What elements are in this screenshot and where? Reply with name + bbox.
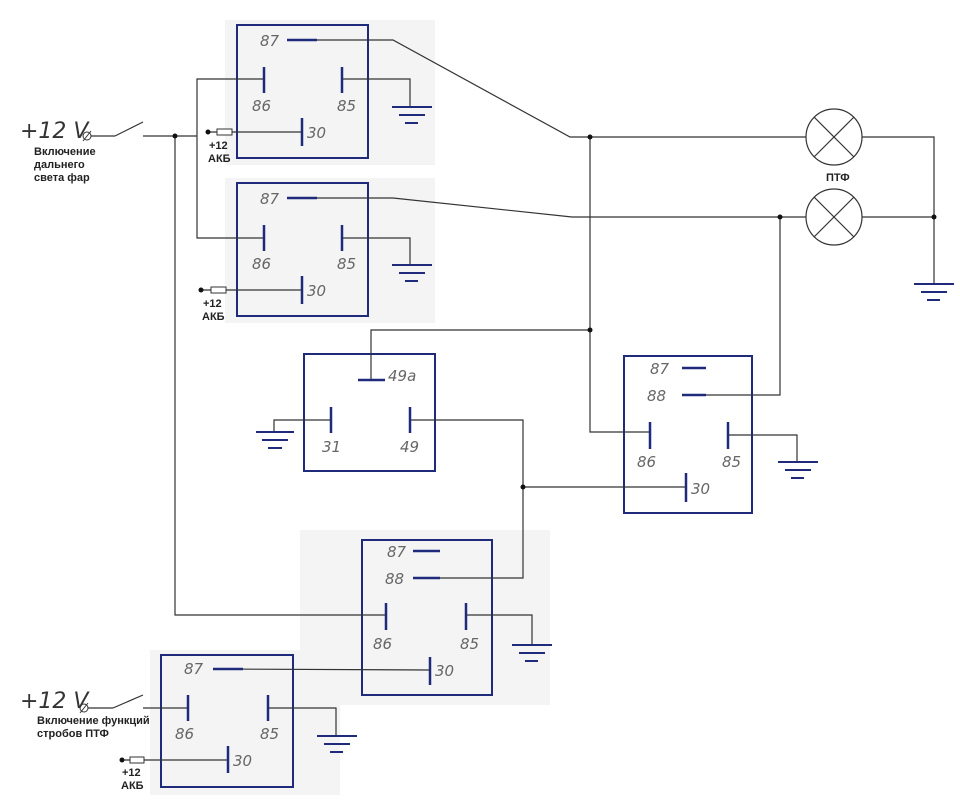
pin-85: 85 <box>260 725 279 743</box>
pin-87: 87 <box>260 190 280 208</box>
pin-87: 87 <box>184 660 204 678</box>
fog-lamps-label: ПТФ <box>826 172 850 184</box>
pin-87: 87 <box>260 32 280 50</box>
fog-lamp-icon <box>805 188 863 246</box>
relay-2 <box>236 182 369 317</box>
relay-5 <box>160 654 294 788</box>
battery-label: +12 <box>209 140 228 152</box>
pin-30: 30 <box>307 282 326 300</box>
pin-49: 49 <box>400 438 419 456</box>
pin-49a: 49a <box>388 367 416 385</box>
pin-30: 30 <box>435 662 454 680</box>
pin-86: 86 <box>637 453 656 471</box>
highbeam-switch-label: Включение <box>34 146 96 158</box>
fog-lamp-icon <box>805 108 863 166</box>
pin-86: 86 <box>175 725 194 743</box>
pin-30: 30 <box>307 124 326 142</box>
battery-label: АКБ <box>202 311 225 323</box>
highbeam-switch-label: света фар <box>34 172 90 184</box>
battery-label: АКБ <box>208 153 231 165</box>
junction-dots <box>119 129 937 763</box>
highbeam-switch-label: дальнего <box>34 159 85 171</box>
relay-1 <box>236 24 369 159</box>
pin-86: 86 <box>252 255 271 273</box>
battery-label: АКБ <box>121 780 144 792</box>
ground-icon <box>256 106 954 753</box>
pin-30: 30 <box>691 480 710 498</box>
pin-87: 87 <box>387 543 407 561</box>
pin-85: 85 <box>722 453 741 471</box>
pin-85: 85 <box>337 97 356 115</box>
battery-label: +12 <box>122 767 141 779</box>
relay-4 <box>361 539 493 696</box>
pin-85: 85 <box>460 635 479 653</box>
pin-87: 87 <box>650 360 670 378</box>
pin-88: 88 <box>647 387 666 405</box>
supply-voltage-label: +12 V <box>20 119 90 144</box>
pin-31: 31 <box>322 438 341 456</box>
supply-voltage-label: +12 V <box>20 689 90 714</box>
pin-86: 86 <box>373 635 392 653</box>
strobe-switch-label: Включение функций <box>37 715 150 727</box>
switch-terminal-icon <box>79 130 92 714</box>
pin-85: 85 <box>337 255 356 273</box>
pin-86: 86 <box>252 97 271 115</box>
pin-30: 30 <box>233 752 252 770</box>
fuses <box>129 128 233 764</box>
strobe-switch-label: стробов ПТФ <box>37 728 109 740</box>
battery-label: +12 <box>203 298 222 310</box>
pin-88: 88 <box>385 570 404 588</box>
pin-labels: 87 86 85 30 87 86 85 30 49a 31 49 87 88 … <box>175 32 741 770</box>
background-panels <box>150 20 550 795</box>
contact-bars <box>186 38 730 773</box>
wires <box>88 39 935 761</box>
flasher-relay <box>303 353 436 472</box>
